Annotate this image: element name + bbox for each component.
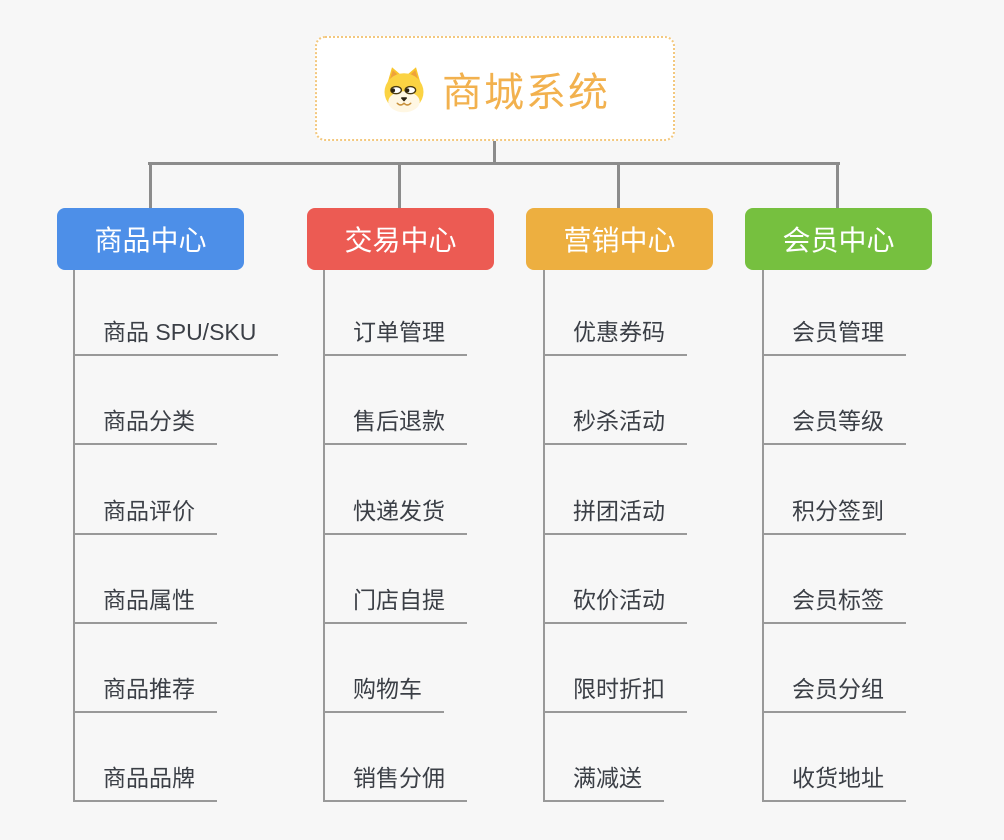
connector-drop-members — [836, 162, 839, 209]
leaf-item[interactable]: 销售分佣 — [325, 713, 467, 803]
leaf-label: 优惠券码 — [545, 313, 687, 356]
leaf-label: 销售分佣 — [325, 759, 467, 803]
leaf-list-member-center: 会员管理 会员等级 积分签到 会员标签 会员分组 收货地址 — [762, 270, 906, 803]
root-title: 商城系统 — [442, 70, 610, 115]
leaf-label: 收货地址 — [764, 759, 906, 803]
leaf-item[interactable]: 商品属性 — [75, 535, 278, 624]
leaf-label: 商品评价 — [75, 492, 217, 535]
leaf-item[interactable]: 砍价活动 — [545, 535, 687, 624]
branch-node-product-center[interactable]: 商品中心 — [57, 208, 244, 270]
connector-drop-marketing — [617, 162, 620, 209]
leaf-list-trade-center: 订单管理 售后退款 快递发货 门店自提 购物车 销售分佣 — [323, 270, 467, 803]
leaf-label: 售后退款 — [325, 402, 467, 446]
leaf-item[interactable]: 收货地址 — [764, 713, 906, 803]
branch-label: 商品中心 — [94, 225, 207, 256]
leaf-item[interactable]: 门店自提 — [325, 535, 467, 624]
leaf-item[interactable]: 会员等级 — [764, 356, 906, 446]
leaf-label: 门店自提 — [325, 581, 467, 624]
root-node-mall-system[interactable]: 商城系统 — [315, 36, 675, 141]
leaf-label: 满减送 — [545, 759, 664, 803]
leaf-item[interactable]: 订单管理 — [325, 270, 467, 356]
leaf-label: 砍价活动 — [545, 581, 687, 624]
leaf-item[interactable]: 积分签到 — [764, 445, 906, 535]
leaf-item[interactable]: 拼团活动 — [545, 445, 687, 535]
leaf-item[interactable]: 会员标签 — [764, 535, 906, 624]
leaf-item[interactable]: 快递发货 — [325, 445, 467, 535]
leaf-label: 积分签到 — [764, 492, 906, 535]
connector-horizontal-bar — [148, 162, 840, 165]
leaf-item[interactable]: 商品 SPU/SKU — [75, 270, 279, 356]
leaf-item[interactable]: 商品品牌 — [75, 713, 278, 803]
branch-label: 营销中心 — [563, 225, 676, 256]
leaf-item[interactable]: 会员管理 — [764, 270, 906, 356]
branch-node-member-center[interactable]: 会员中心 — [745, 208, 932, 270]
leaf-list-product-center: 商品 SPU/SKU 商品分类 商品评价 商品属性 商品推荐 商品品牌 — [73, 270, 279, 803]
branch-label: 会员中心 — [782, 225, 895, 256]
leaf-label: 购物车 — [325, 670, 444, 714]
leaf-item[interactable]: 商品评价 — [75, 445, 278, 535]
branch-node-marketing-center[interactable]: 营销中心 — [526, 208, 713, 270]
leaf-item[interactable]: 会员分组 — [764, 624, 906, 714]
leaf-item[interactable]: 限时折扣 — [545, 624, 687, 714]
connector-drop-products — [149, 162, 152, 209]
leaf-label: 会员管理 — [764, 313, 906, 356]
leaf-label: 商品品牌 — [75, 759, 217, 803]
leaf-label: 商品推荐 — [75, 670, 217, 714]
leaf-label: 商品 SPU/SKU — [75, 313, 279, 356]
leaf-label: 会员分组 — [764, 670, 906, 714]
leaf-label: 快递发货 — [325, 492, 467, 535]
leaf-label: 订单管理 — [325, 313, 467, 356]
leaf-item[interactable]: 购物车 — [325, 624, 467, 714]
branch-node-trade-center[interactable]: 交易中心 — [307, 208, 494, 270]
leaf-label: 秒杀活动 — [545, 402, 687, 446]
leaf-label: 会员标签 — [764, 581, 906, 624]
leaf-item[interactable]: 商品推荐 — [75, 624, 278, 714]
leaf-list-marketing-center: 优惠券码 秒杀活动 拼团活动 砍价活动 限时折扣 满减送 — [543, 270, 687, 803]
leaf-item[interactable]: 售后退款 — [325, 356, 467, 446]
leaf-item[interactable]: 商品分类 — [75, 356, 278, 446]
dog-face-icon — [384, 66, 424, 112]
leaf-label: 商品属性 — [75, 581, 217, 624]
leaf-label: 拼团活动 — [545, 492, 687, 535]
connector-drop-trade — [398, 162, 401, 209]
leaf-label: 商品分类 — [75, 402, 217, 446]
leaf-item[interactable]: 满减送 — [545, 713, 687, 803]
leaf-item[interactable]: 秒杀活动 — [545, 356, 687, 446]
leaf-item[interactable]: 优惠券码 — [545, 270, 687, 356]
leaf-label: 限时折扣 — [545, 670, 687, 714]
branch-label: 交易中心 — [344, 225, 457, 256]
leaf-label: 会员等级 — [764, 402, 906, 446]
connector-root-stem — [493, 140, 496, 165]
